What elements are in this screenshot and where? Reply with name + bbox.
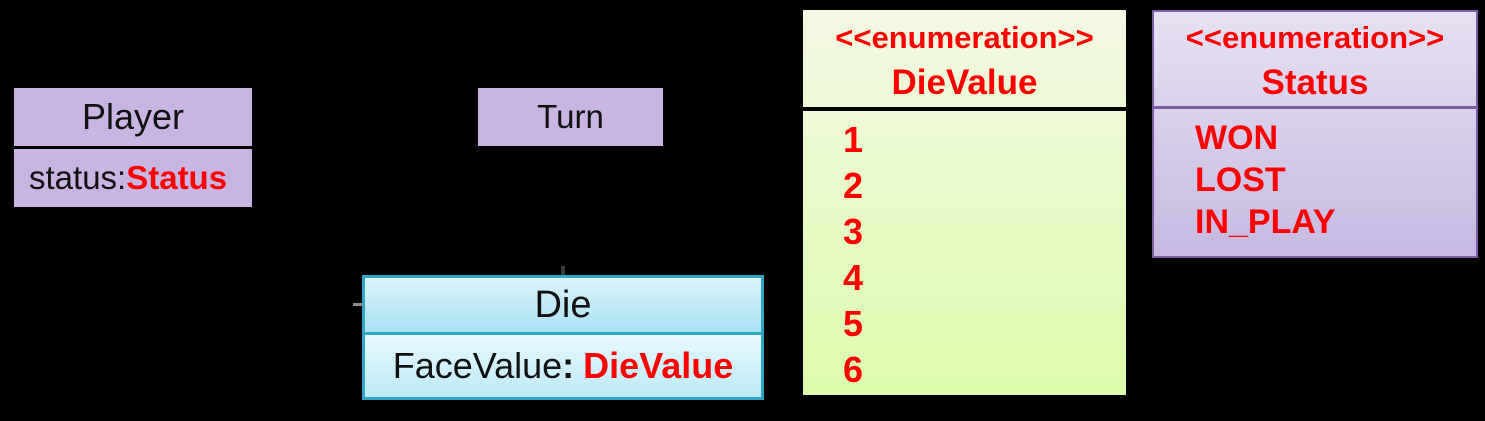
enum-divider-dievalue: [803, 107, 1126, 111]
attribute-name: status: [29, 159, 118, 196]
enum-stereotype-dievalue: <<enumeration>>: [835, 19, 1094, 55]
attribute-colon: :: [562, 345, 575, 386]
enum-header-status: <<enumeration>> Status: [1154, 12, 1476, 106]
enum-box-status[interactable]: <<enumeration>> Status WON LOST IN_PLAY: [1152, 10, 1478, 258]
attribute-type: DieValue: [583, 345, 734, 386]
enum-name-dievalue: DieValue: [891, 62, 1038, 102]
enum-value: IN_PLAY: [1195, 203, 1336, 241]
enum-divider-status: [1154, 106, 1476, 109]
enum-header-dievalue: <<enumeration>> DieValue: [803, 10, 1126, 107]
class-box-player[interactable]: Player status:Status: [14, 88, 252, 207]
attribute-colon: :: [117, 159, 127, 196]
class-box-die[interactable]: Die FaceValue:DieValue: [362, 275, 764, 400]
attribute-type: Status: [126, 159, 228, 196]
enum-value: WON: [1195, 119, 1279, 157]
enum-value: 4: [843, 257, 864, 298]
class-divider-die: [365, 332, 761, 335]
enum-stereotype-status: <<enumeration>>: [1185, 20, 1445, 55]
class-title-die: Die: [365, 278, 761, 332]
class-divider-player: [14, 146, 252, 149]
enum-value: LOST: [1195, 161, 1286, 199]
enum-values-status: WON LOST IN_PLAY: [1154, 109, 1476, 243]
enum-value: 1: [843, 119, 864, 160]
class-box-turn[interactable]: Turn: [478, 88, 663, 146]
class-title-player: Player: [81, 96, 185, 137]
enum-value: 6: [843, 349, 864, 390]
enum-name-status: Status: [1261, 63, 1369, 102]
enum-values-dievalue: 1 2 3 4 5 6: [803, 111, 1126, 393]
enum-value: 5: [843, 303, 864, 344]
attribute-player-status: status:Status: [14, 149, 252, 207]
connector-remnant-above-die: [561, 266, 565, 275]
enum-box-dievalue[interactable]: <<enumeration>> DieValue 1 2 3 4 5 6: [803, 10, 1126, 395]
class-title-turn: Turn: [537, 98, 604, 135]
connector-remnant-left-of-die: [353, 303, 363, 306]
enum-value: 3: [843, 211, 864, 252]
attribute-name: FaceValue: [392, 345, 563, 386]
attribute-die-facevalue: FaceValue:DieValue: [365, 335, 761, 397]
enum-value: 2: [843, 165, 864, 206]
